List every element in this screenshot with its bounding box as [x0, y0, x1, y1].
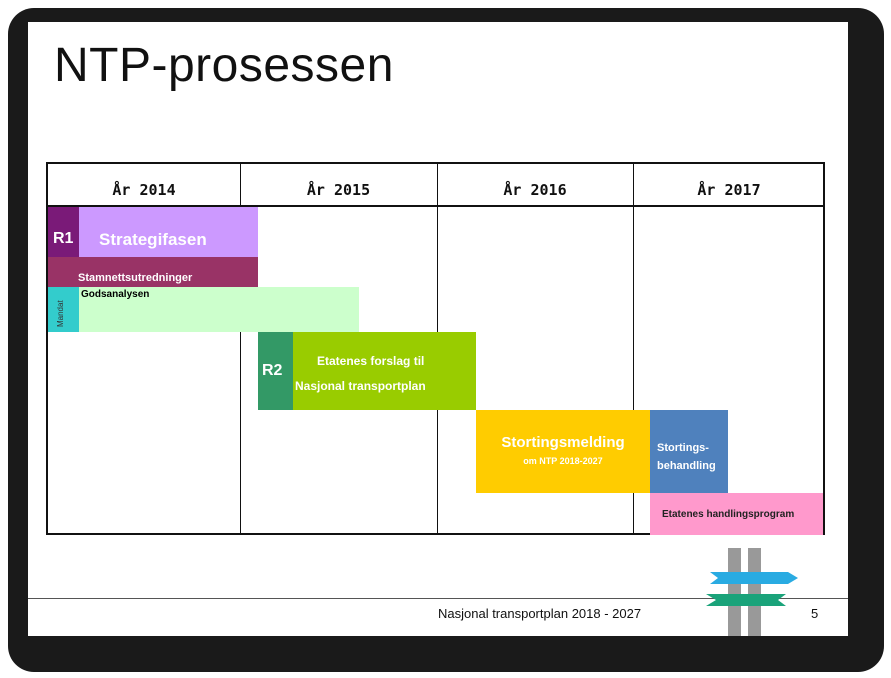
footer-divider	[28, 598, 848, 599]
stortingsmelding-block: Stortingsmelding om NTP 2018-2027	[476, 410, 650, 493]
footer-text: Nasjonal transportplan 2018 - 2027	[438, 606, 642, 621]
year-2016-header: År 2016	[503, 181, 567, 199]
stortingsmelding-line2: om NTP 2018-2027	[523, 456, 603, 466]
godsanalysen-block: Godsanalysen	[79, 287, 359, 332]
r1-tag: R1	[48, 207, 79, 257]
etatenes-forslag-line1: Etatenes forslag til	[317, 354, 425, 368]
slide: NTP-prosessen År 2014 År 2015 År 2016 År…	[28, 22, 848, 636]
stamnett-block: Stamnettsutredninger	[48, 257, 258, 287]
header-divider	[48, 205, 823, 207]
page-number: 5	[811, 606, 819, 621]
year-2017-header: År 2017	[697, 181, 761, 199]
stortings-behandling-block: Stortings- behandling	[650, 410, 728, 493]
year-2015-header: År 2015	[306, 181, 371, 199]
stortingsmelding-line1: Stortingsmelding	[501, 434, 625, 451]
stortings-behandling-line2: behandling	[657, 460, 716, 472]
etatenes-forslag-line2: Nasjonal transportplan	[295, 379, 426, 393]
ntp-logo	[706, 548, 798, 636]
column-divider	[633, 164, 634, 533]
stortings-behandling-line1: Stortings-	[657, 442, 709, 454]
r2-tag: R2	[258, 332, 293, 410]
year-2014-header: År 2014	[112, 181, 176, 199]
handlingsprogram-block: Etatenes handlingsprogram	[650, 493, 823, 535]
column-divider	[240, 164, 241, 533]
strategifasen-block: Strategifasen	[79, 207, 258, 257]
timeline-grid: År 2014 År 2015 År 2016 År 2017 R1 Strat…	[46, 162, 825, 535]
mandat-block: Mandat	[48, 287, 79, 332]
etatenes-forslag-block: Etatenes forslag til Nasjonal transportp…	[293, 332, 476, 410]
slide-title: NTP-prosessen	[54, 39, 394, 92]
mandat-label: Mandat	[56, 300, 65, 327]
